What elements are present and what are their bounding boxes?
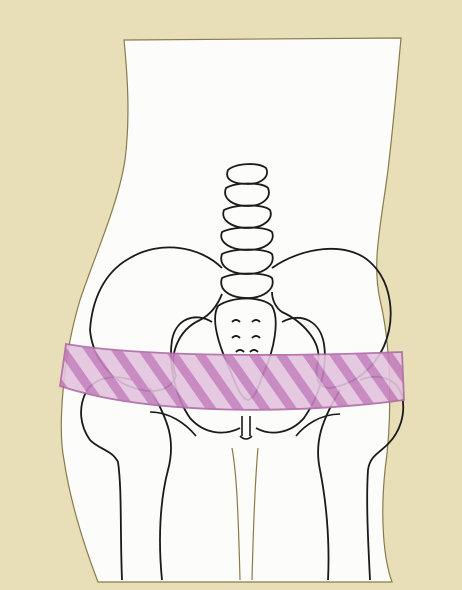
body-silhouette bbox=[61, 38, 401, 582]
